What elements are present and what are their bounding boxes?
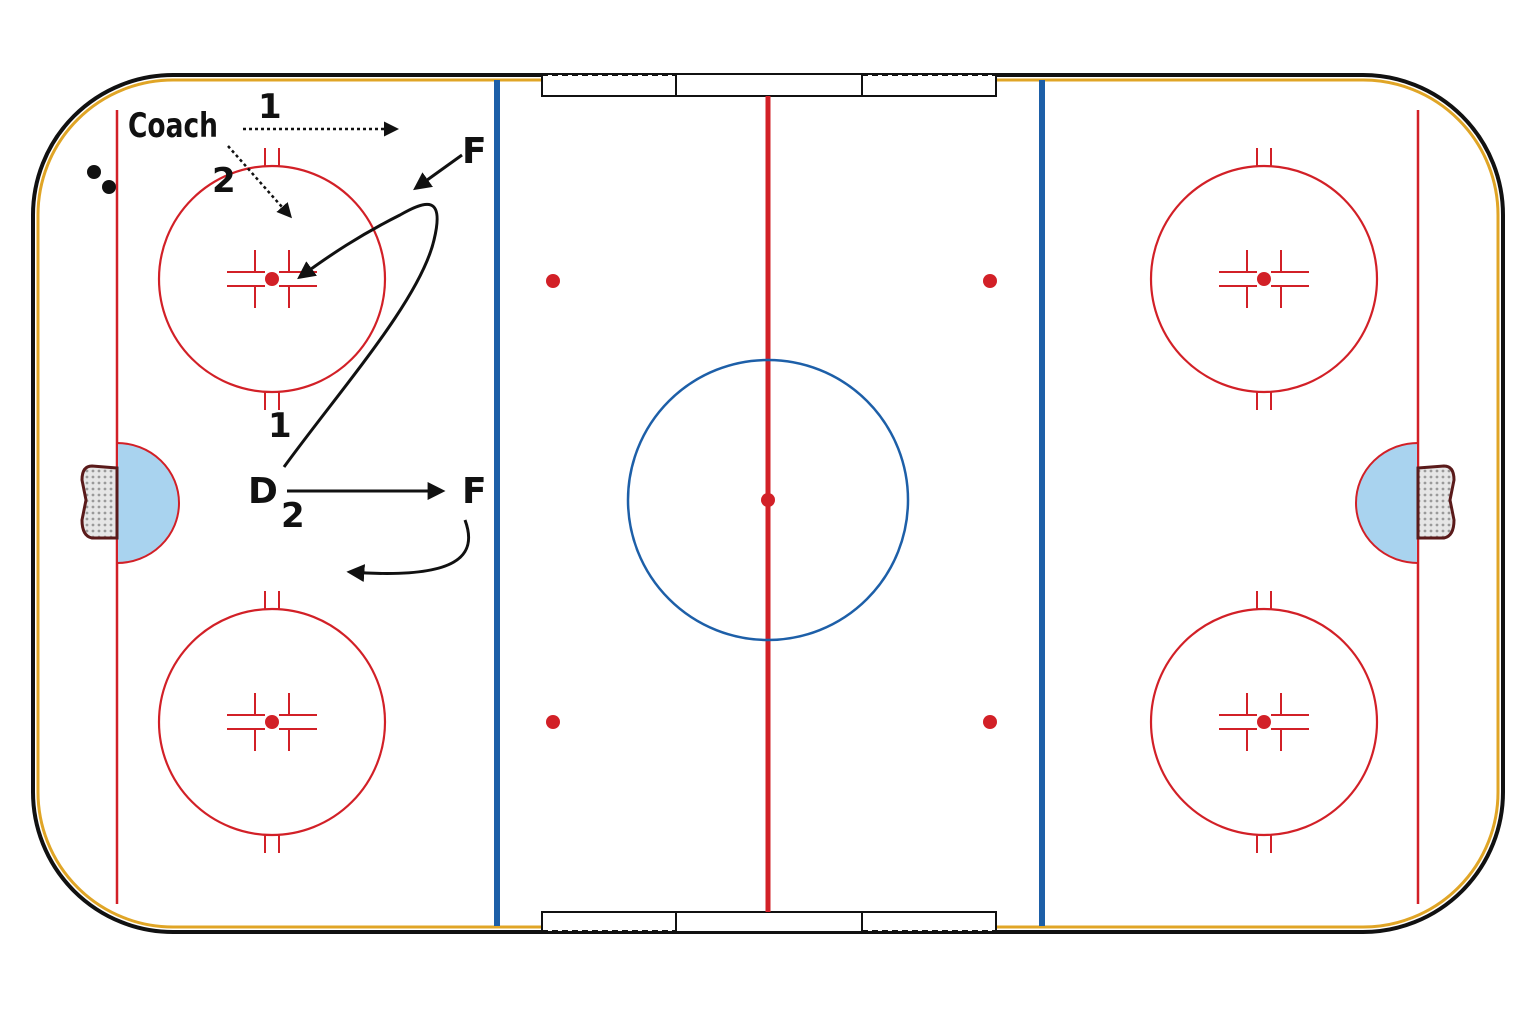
puck-icon (87, 165, 101, 179)
coach-label: Coach (128, 106, 218, 146)
neutral-dot-top-right (983, 274, 997, 288)
center-faceoff-dot (761, 493, 775, 507)
faceoff-dot (1257, 715, 1271, 729)
faceoff-dot (265, 715, 279, 729)
faceoff-dot (1257, 272, 1271, 286)
faceoff-circle-bottom-right (1149, 591, 1379, 853)
center-faceoff-circle (626, 358, 910, 642)
goal-crease-right (1355, 441, 1419, 565)
bench-bottom (541, 911, 997, 933)
forward-top-arrow (413, 153, 463, 191)
goal-net-left (80, 464, 119, 540)
defense-step-1-number: 1 (268, 406, 292, 446)
puck-icon (102, 180, 116, 194)
faceoff-circle-top-right (1149, 148, 1379, 410)
coach-pass-1-number: 1 (258, 87, 282, 127)
defense-label: D (248, 471, 278, 512)
bench-top (541, 73, 997, 97)
defense-step-2-number: 2 (281, 496, 305, 536)
drill-annotations: Coach 1 2 F F D 1 2 (87, 87, 487, 583)
forward-mid-label: F (462, 471, 487, 512)
neutral-dot-bottom-right (983, 715, 997, 729)
neutral-dot-bottom-left (546, 715, 560, 729)
coach-pass-2-number: 2 (212, 161, 236, 201)
defense-skate-loop (282, 202, 439, 468)
goal-crease-left (116, 441, 180, 565)
neutral-dot-top-left (546, 274, 560, 288)
forward-curl-arrow (346, 519, 470, 583)
faceoff-circle-bottom-left (157, 591, 387, 853)
goal-net-right (1416, 464, 1456, 540)
faceoff-dot (265, 272, 279, 286)
forward-top-label: F (462, 131, 487, 172)
